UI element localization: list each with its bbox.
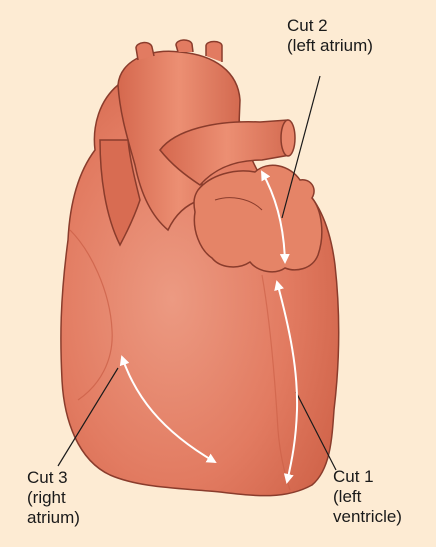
label-cut-3: Cut 3 (right atrium) — [27, 468, 80, 528]
label-cut-3-title: Cut 3 — [27, 468, 80, 488]
label-cut-1: Cut 1 (left ventricle) — [333, 467, 402, 527]
label-cut-2-subtitle: (left atrium) — [287, 36, 373, 56]
label-cut-2-title: Cut 2 — [287, 16, 373, 36]
pulmonary-artery-end — [281, 120, 295, 156]
label-cut-2: Cut 2 (left atrium) — [287, 16, 373, 56]
label-cut-3-subtitle-1: (right — [27, 488, 80, 508]
label-cut-1-subtitle-1: (left — [333, 487, 402, 507]
label-cut-1-title: Cut 1 — [333, 467, 402, 487]
label-cut-1-subtitle-2: ventricle) — [333, 507, 402, 527]
label-cut-3-subtitle-2: atrium) — [27, 508, 80, 528]
left-atrium — [194, 165, 322, 272]
aortic-branch — [176, 40, 193, 52]
